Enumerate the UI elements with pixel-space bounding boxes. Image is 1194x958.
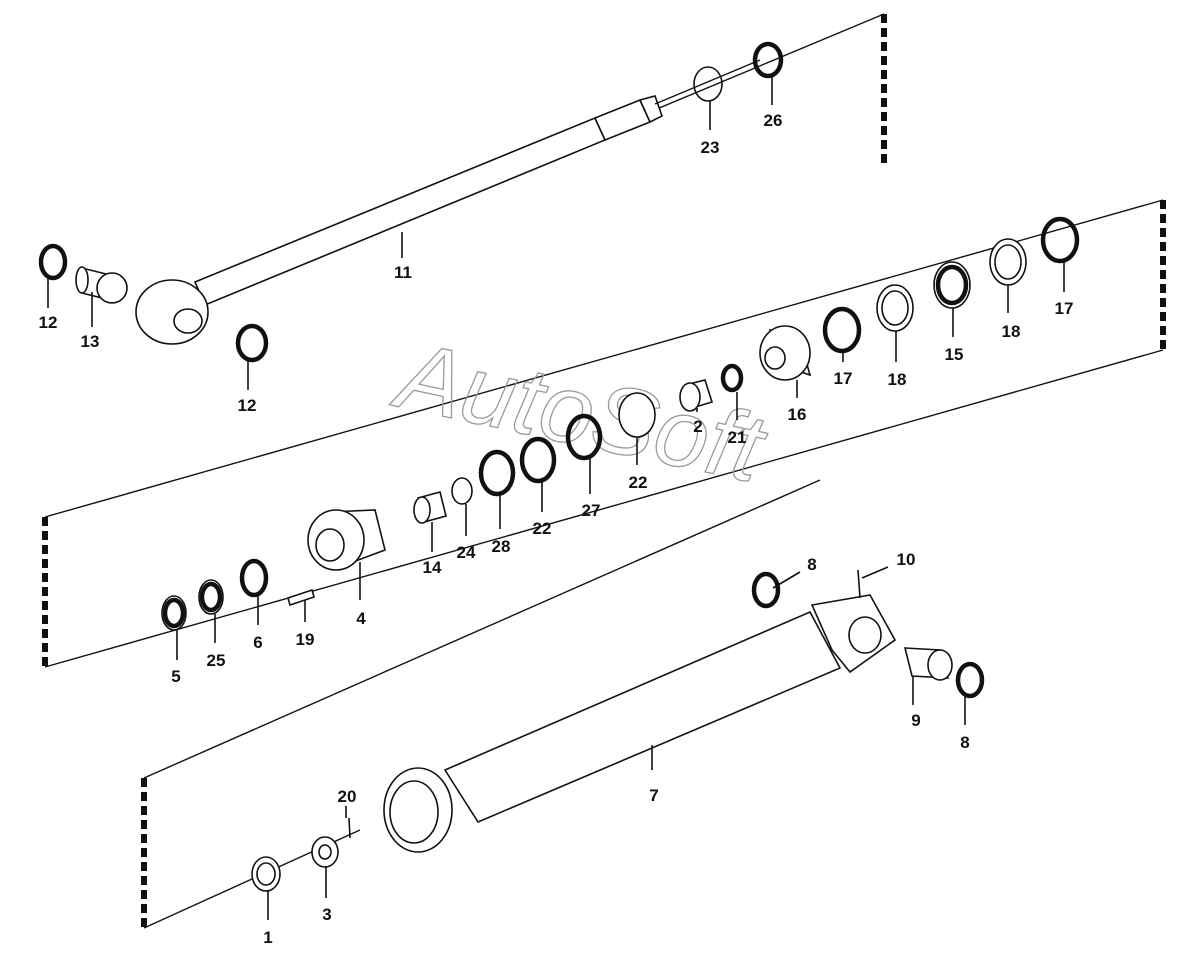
callout-18: 18: [888, 370, 907, 389]
bushing-end: [927, 649, 953, 681]
callout-4: 4: [356, 609, 366, 628]
callout-15: 15: [945, 345, 964, 364]
cylinder-head: [307, 509, 386, 571]
callout-8: 8: [960, 733, 969, 752]
callout-6: 6: [253, 633, 262, 652]
callout-17: 17: [1055, 299, 1074, 318]
callout-18: 18: [1002, 322, 1021, 341]
head-bolt: [287, 588, 315, 607]
callout-12: 12: [238, 396, 257, 415]
head-seal-group: [161, 558, 269, 631]
callout-10: 10: [897, 550, 916, 569]
callout-20: 20: [338, 787, 357, 806]
callout-19: 19: [296, 630, 315, 649]
callout-13: 13: [81, 332, 100, 351]
callout-21: 21: [728, 428, 747, 447]
callout-12: 12: [39, 313, 58, 332]
callout-14: 14: [423, 558, 442, 577]
callout-16: 16: [788, 405, 807, 424]
watermark: AutoSoft: [385, 321, 776, 504]
seal-ring: [955, 661, 985, 699]
cylinder-tube: [383, 594, 897, 853]
callout-3: 3: [322, 905, 331, 924]
callout-17: 17: [834, 369, 853, 388]
leader-lines: [47, 76, 1065, 920]
callout-5: 5: [171, 667, 180, 686]
washer-hole: [256, 862, 276, 886]
callout-2: 2: [693, 417, 702, 436]
callout-23: 23: [701, 138, 720, 157]
callout-24: 24: [457, 543, 476, 562]
rod-end-bushing-group: [38, 243, 269, 363]
callout-22: 22: [533, 519, 552, 538]
callout-7: 7: [649, 786, 658, 805]
callout-9: 9: [911, 711, 920, 730]
washer: [251, 856, 281, 892]
callout-8: 8: [807, 555, 816, 574]
grease-fitting: [857, 569, 861, 599]
washer: [693, 66, 723, 102]
set-screw: [348, 817, 351, 839]
callout-28: 28: [492, 537, 511, 556]
piston-rod: [135, 59, 761, 345]
nut: [311, 836, 339, 868]
callout-labels: 12 13 12 11 23 26 17 18 15 18 17 16 21 2…: [39, 111, 1074, 947]
seal-ring: [752, 41, 784, 79]
piston-seal-group: [413, 216, 1080, 524]
callout-25: 25: [207, 651, 226, 670]
callout-27: 27: [582, 501, 601, 520]
callout-1: 1: [263, 928, 272, 947]
seal-ring: [751, 571, 781, 609]
callout-11: 11: [394, 263, 412, 282]
callout-22: 22: [629, 473, 648, 492]
nut-hole: [318, 844, 332, 860]
callout-26: 26: [764, 111, 783, 130]
